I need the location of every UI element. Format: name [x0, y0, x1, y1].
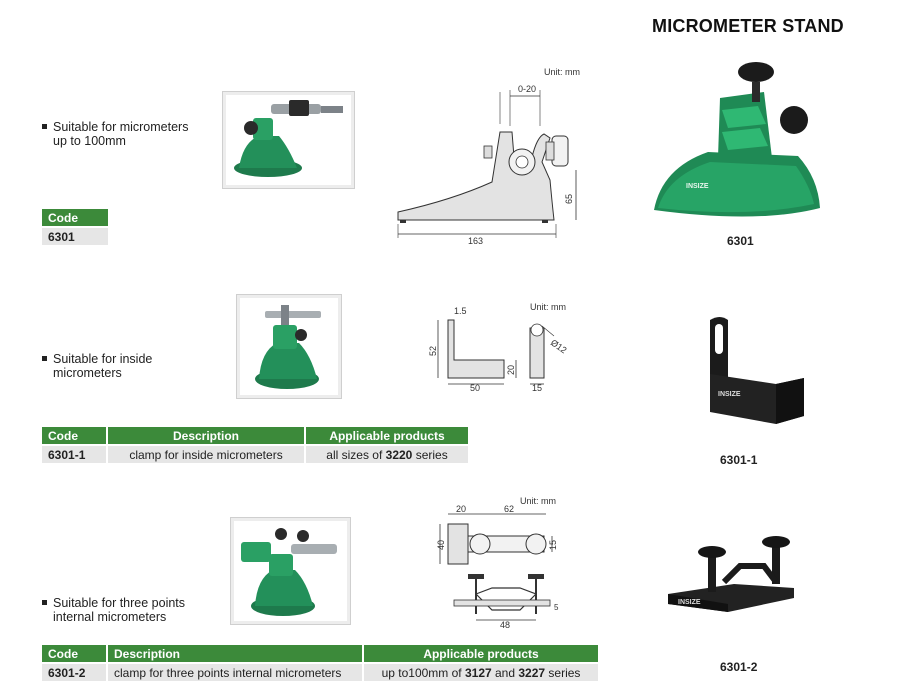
bullet-text-line2: up to 100mm — [53, 134, 126, 148]
brand-logo-icon: INSIZE — [718, 391, 741, 398]
drawing-unit-label: Unit: mm — [530, 302, 566, 312]
section2-bullet: Suitable for inside micrometers — [42, 352, 152, 380]
applicable-suffix: series — [412, 447, 448, 462]
dim-base-label: 50 — [470, 383, 480, 392]
dim-height-label: 65 — [564, 194, 574, 204]
dim-base-height-label: 20 — [506, 365, 516, 375]
product-photo-6301-in-use — [222, 91, 355, 189]
table-row: 6301-1 clamp for inside micrometers all … — [42, 444, 470, 463]
inside-micrometer-stand-photo-icon — [255, 305, 321, 389]
code-table-6301: Code 6301 — [42, 209, 110, 245]
applicable-prefix: all sizes of — [326, 447, 386, 462]
dim-range-label: 0-20 — [518, 84, 536, 94]
bullet-text-line1: Suitable for inside — [53, 352, 153, 366]
cell-applicable-products: all sizes of 3220 series — [305, 444, 470, 463]
code-header: Code — [42, 209, 110, 227]
applicable-prefix: up to100mm of — [381, 665, 465, 680]
dim-b-label: 62 — [504, 504, 514, 514]
dim-width-label: 15 — [532, 383, 542, 392]
applicable-series-1: 3127 — [464, 665, 492, 680]
brand-logo-icon: INSIZE — [678, 599, 701, 606]
table-row: 6301-2 clamp for three points internal m… — [42, 662, 600, 681]
technical-drawing-6301-1: Unit: mm 1.5 52 50 20 Ø12 15 — [428, 302, 569, 392]
table-header-code: Code — [42, 645, 108, 663]
dim-a-label: 20 — [456, 504, 466, 514]
cell-description: clamp for three points internal micromet… — [107, 662, 364, 681]
product-caption-6301-2: 6301-2 — [720, 660, 758, 674]
technical-drawing-6301-2: Unit: mm 20 62 40 15 5 48 — [436, 496, 559, 630]
product-photo-6301-1-in-use — [236, 294, 342, 399]
cell-applicable-products: up to100mm of 3127 and 3227 series — [363, 662, 600, 681]
dim-height-label: 52 — [428, 346, 438, 356]
bullet-text-line2: internal micrometers — [53, 610, 167, 624]
section1-bullet: Suitable for micrometers up to 100mm — [42, 120, 188, 148]
product-caption-6301-1: 6301-1 — [720, 453, 758, 467]
dim-thickness-label: 1.5 — [454, 306, 467, 316]
spec-table-6301-2: Code Description Applicable products 630… — [42, 645, 600, 681]
product-image-6301-2: INSIZE — [668, 536, 794, 612]
section3-bullet: Suitable for three points internal micro… — [42, 596, 185, 624]
dim-height-label: 40 — [436, 540, 446, 550]
table-header-applicable-products: Applicable products — [363, 645, 600, 663]
applicable-mid: and — [491, 665, 519, 680]
table-header-code: Code — [42, 427, 108, 445]
applicable-series: 3220 — [385, 447, 413, 462]
drawing-unit-label: Unit: mm — [520, 496, 556, 506]
bullet-text-line1: Suitable for micrometers — [53, 120, 189, 134]
spec-table-6301-1: Code Description Applicable products 630… — [42, 427, 470, 463]
cell-code: 6301-1 — [42, 444, 108, 463]
bullet-text-line2: micrometers — [53, 366, 122, 380]
bullet-text-line1: Suitable for three points — [53, 596, 186, 610]
product-image-6301: INSIZE — [654, 62, 820, 217]
table-header-description: Description — [107, 645, 364, 663]
bullet-square-icon — [42, 356, 47, 362]
cell-description: clamp for inside micrometers — [107, 444, 306, 463]
applicable-suffix: series — [545, 665, 581, 680]
table-header-applicable-products: Applicable products — [305, 427, 470, 445]
dim-length-label: 163 — [468, 236, 483, 246]
applicable-series-2: 3227 — [518, 665, 546, 680]
product-caption-6301: 6301 — [727, 234, 754, 248]
technical-drawing-6301: Unit: mm 0-20 65 163 — [397, 67, 580, 246]
product-photo-6301-2-in-use — [230, 517, 351, 625]
drawing-unit-label: Unit: mm — [544, 67, 580, 77]
dim-small-label: 5 — [554, 603, 559, 612]
dim-bottom-label: 48 — [500, 620, 510, 630]
bullet-square-icon — [42, 600, 47, 606]
page-title: MICROMETER STAND — [652, 16, 844, 36]
micrometer-stand-photo-icon — [234, 100, 343, 177]
dim-side-label: 15 — [548, 540, 558, 550]
code-value: 6301 — [42, 226, 110, 245]
three-point-micrometer-stand-photo-icon — [241, 528, 337, 616]
cell-code: 6301-2 — [42, 662, 108, 681]
dim-hole-label: Ø12 — [549, 337, 569, 355]
product-image-6301-1: INSIZE — [710, 317, 804, 424]
bullet-square-icon — [42, 124, 47, 130]
table-header-description: Description — [107, 427, 306, 445]
brand-logo-icon: INSIZE — [686, 183, 709, 190]
